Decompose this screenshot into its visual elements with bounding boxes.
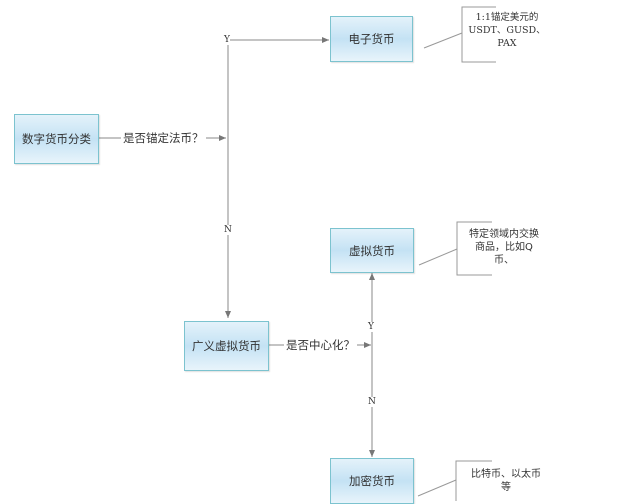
branch-label-no-2: N [368,397,376,407]
branch-label-yes-2: Y [368,322,374,332]
note-line: USDT、GUSD、 [468,25,546,36]
note-line: 1:1锚定美元的 [475,12,539,23]
note-leader-electronic [423,32,463,49]
note-electronic-money: 1:1锚定美元的 USDT、GUSD、 PAX [466,11,548,50]
note-leader-crypto [417,479,457,497]
note-line: 等 [501,482,511,493]
branch-label-no-1: N [224,225,232,235]
node-crypto-currency[interactable]: 加密货币 [330,458,414,504]
note-bracket-virtual [456,221,492,276]
note-crypto-currency: 比特币、以太币 等 [461,468,551,494]
node-broad-virtual-currency[interactable]: 广义虚拟货币 [184,321,269,371]
question-pegged-to-fiat: 是否锚定法币？ [121,131,206,145]
note-bracket-electronic [461,6,496,63]
note-line: 比特币、以太币 [471,469,541,480]
node-digital-currency-classification[interactable]: 数字货币分类 [14,114,99,164]
branch-label-yes-1: Y [224,35,230,45]
node-electronic-money[interactable]: 电子货币 [330,16,413,62]
note-leader-virtual [418,248,458,266]
question-centralized: 是否中心化？ [284,338,357,352]
note-line: 商品，比如Q [475,242,533,253]
note-line: 特定领域内交换 [469,229,539,240]
node-virtual-currency[interactable]: 虚拟货币 [330,228,414,273]
note-virtual-currency: 特定领域内交换 商品，比如Q 币、 [461,228,547,267]
note-line: 币、 [494,255,514,266]
note-line: PAX [497,38,517,49]
note-bracket-crypto [455,460,492,501]
